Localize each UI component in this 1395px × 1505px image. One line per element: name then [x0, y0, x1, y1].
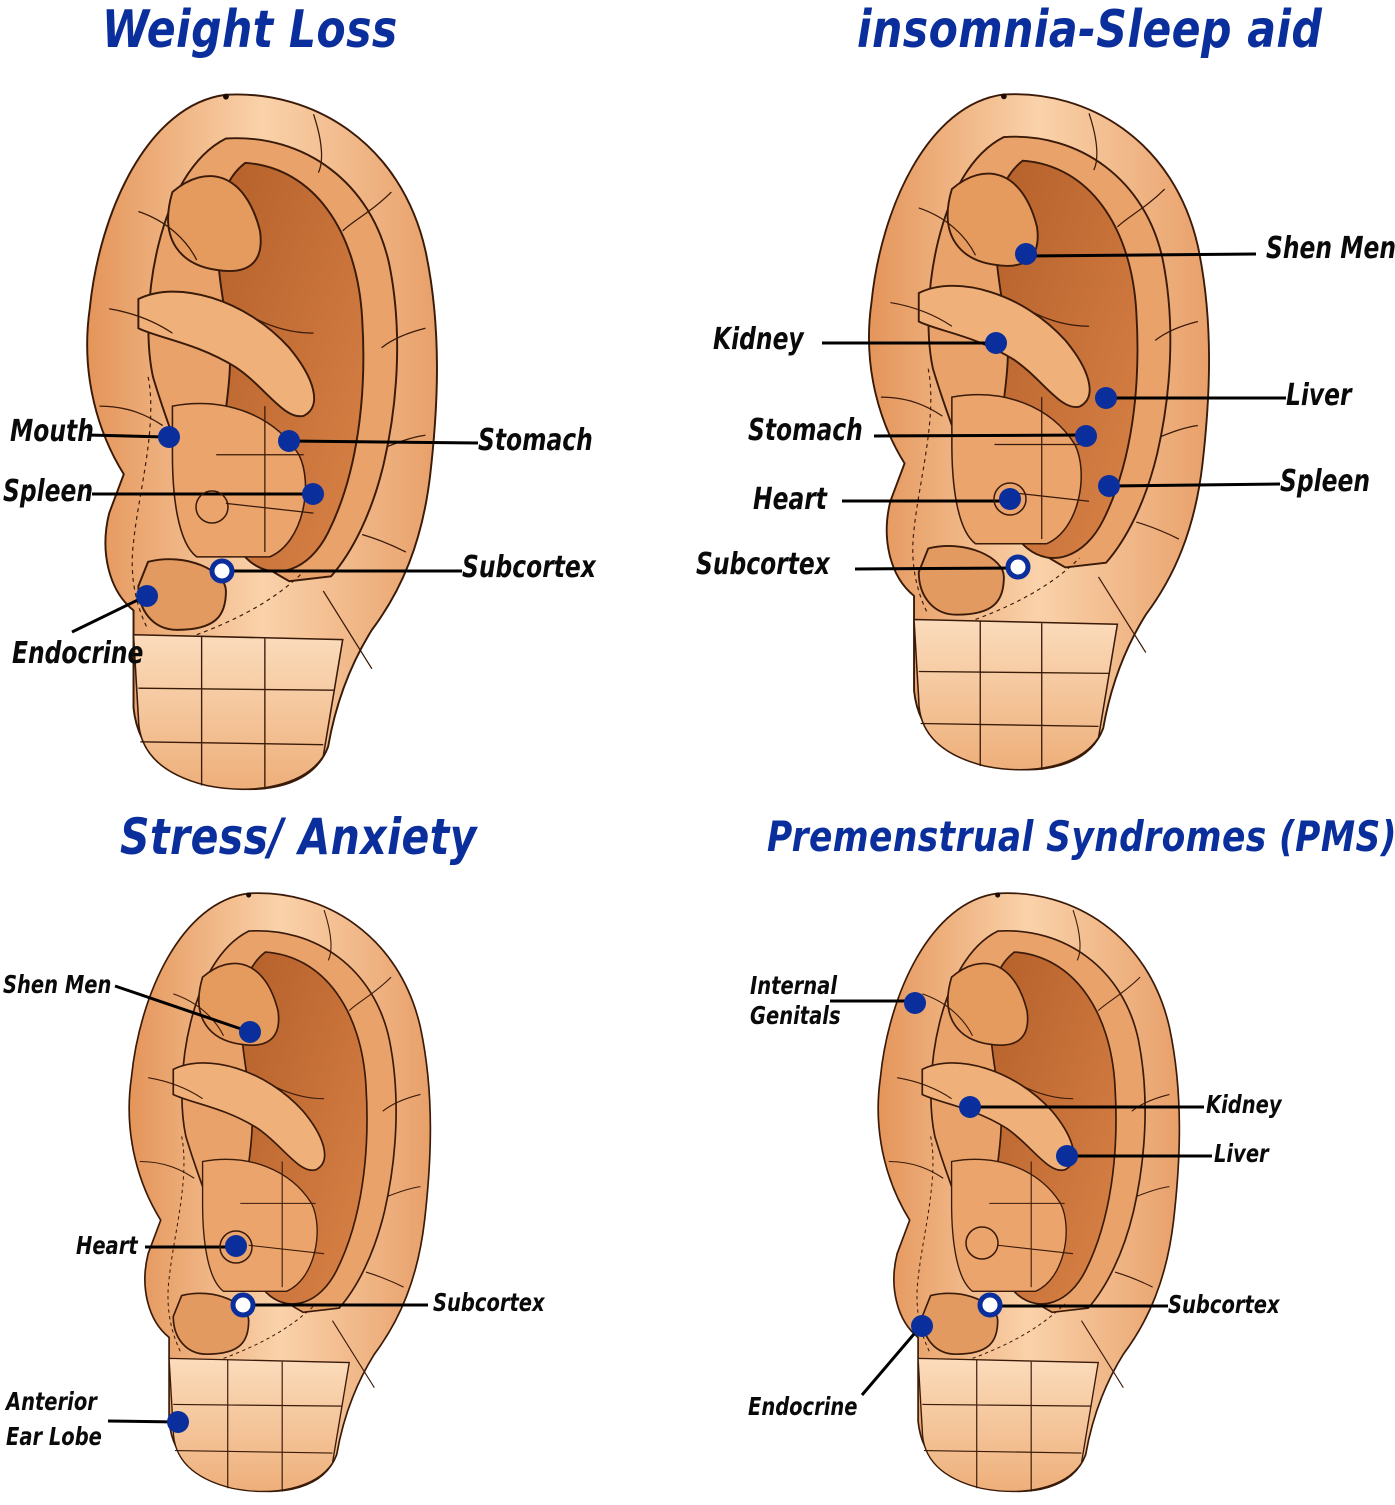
label-ear-lobe: Ear Lobe — [6, 1422, 102, 1451]
label-subcortex: Subcortex — [696, 547, 830, 582]
label-subcortex: Subcortex — [1168, 1290, 1280, 1319]
label-liver: Liver — [1286, 378, 1352, 413]
label-heart: Heart — [753, 482, 827, 517]
ear-illustration — [128, 891, 432, 1493]
panel-title: Weight Loss — [102, 0, 398, 60]
panel-pms: Premenstrual Syndromes (PMS) — [697, 800, 1395, 1500]
label-liver: Liver — [1214, 1139, 1269, 1168]
panel-title: insomnia-Sleep aid — [857, 0, 1323, 60]
label-heart: Heart — [76, 1231, 138, 1260]
ear-illustration — [868, 92, 1210, 771]
label-mouth: Mouth — [10, 414, 94, 449]
label-anterior: Anterior — [6, 1387, 97, 1416]
panel-title: Stress/ Anxiety — [120, 808, 477, 866]
panel-weight-loss: Weight Loss — [0, 0, 697, 800]
panel-stress-anxiety: Stress/ Anxiety — [0, 800, 697, 1500]
panel-title: Premenstrual Syndromes (PMS) — [767, 812, 1395, 861]
label-endocrine: Endocrine — [12, 636, 144, 671]
label-internal: Internal — [750, 971, 838, 1000]
label-genitals: Genitals — [750, 1001, 841, 1030]
label-shen-men: Shen Men — [3, 970, 112, 999]
label-stomach: Stomach — [748, 413, 863, 448]
panel-insomnia: insomnia-Sleep aid — [697, 0, 1395, 800]
label-stomach: Stomach — [478, 423, 593, 458]
label-shen-men: Shen Men — [1266, 231, 1395, 266]
label-spleen: Spleen — [3, 474, 94, 509]
label-spleen: Spleen — [1280, 464, 1371, 499]
ear-illustration — [86, 92, 438, 791]
ear-illustration — [877, 891, 1181, 1493]
label-subcortex: Subcortex — [433, 1288, 545, 1317]
label-kidney: Kidney — [713, 322, 804, 357]
label-kidney: Kidney — [1206, 1090, 1282, 1119]
label-endocrine: Endocrine — [748, 1392, 858, 1421]
label-subcortex: Subcortex — [462, 550, 596, 585]
